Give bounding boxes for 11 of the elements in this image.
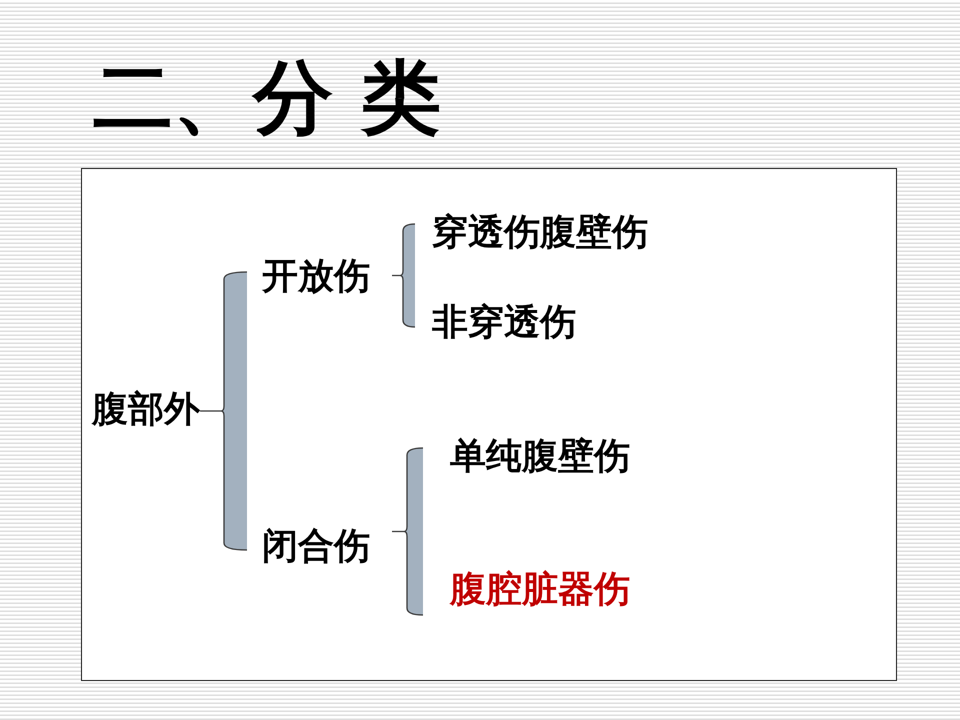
root-label: 腹部外 <box>88 388 200 432</box>
category-label: 单纯腹壁伤 <box>423 436 643 478</box>
category-label: 开放伤 <box>247 256 392 298</box>
bracket-connector <box>199 271 248 551</box>
category-label: 穿透伤腹壁伤 <box>415 212 665 254</box>
category-label: 腹腔脏器伤 <box>423 562 643 618</box>
category-label: 非穿透伤 <box>415 302 585 344</box>
bracket-connector <box>391 447 424 616</box>
category-label: 闭合伤 <box>247 524 392 570</box>
slide-title: 二、分 类 <box>93 57 441 137</box>
bracket-connector <box>391 223 416 328</box>
